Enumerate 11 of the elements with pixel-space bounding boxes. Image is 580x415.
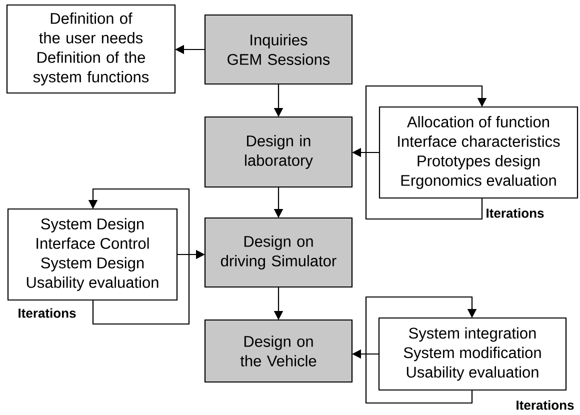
activity-box: Definition of the user needs Definition of the system functions xyxy=(6,4,176,94)
activity-box: System integration System modification Usability evaluation xyxy=(378,317,567,391)
process-box: Design on the Vehicle xyxy=(204,319,353,383)
iteration-loop-arrow xyxy=(365,296,477,404)
iterations-label: Iterations xyxy=(486,208,544,218)
process-box: Inquiries GEM Sessions xyxy=(204,14,353,85)
iteration-loop-arrow xyxy=(365,85,487,220)
process-box: Design on driving Simulator xyxy=(204,217,353,288)
activity-box: System Design Interface Control System Design Usability evaluation xyxy=(7,208,178,301)
activity-box: Allocation of function Interface characteristics Prototypes design Ergonomics evaluation xyxy=(378,106,578,199)
process-box: Design in laboratory xyxy=(204,116,353,188)
